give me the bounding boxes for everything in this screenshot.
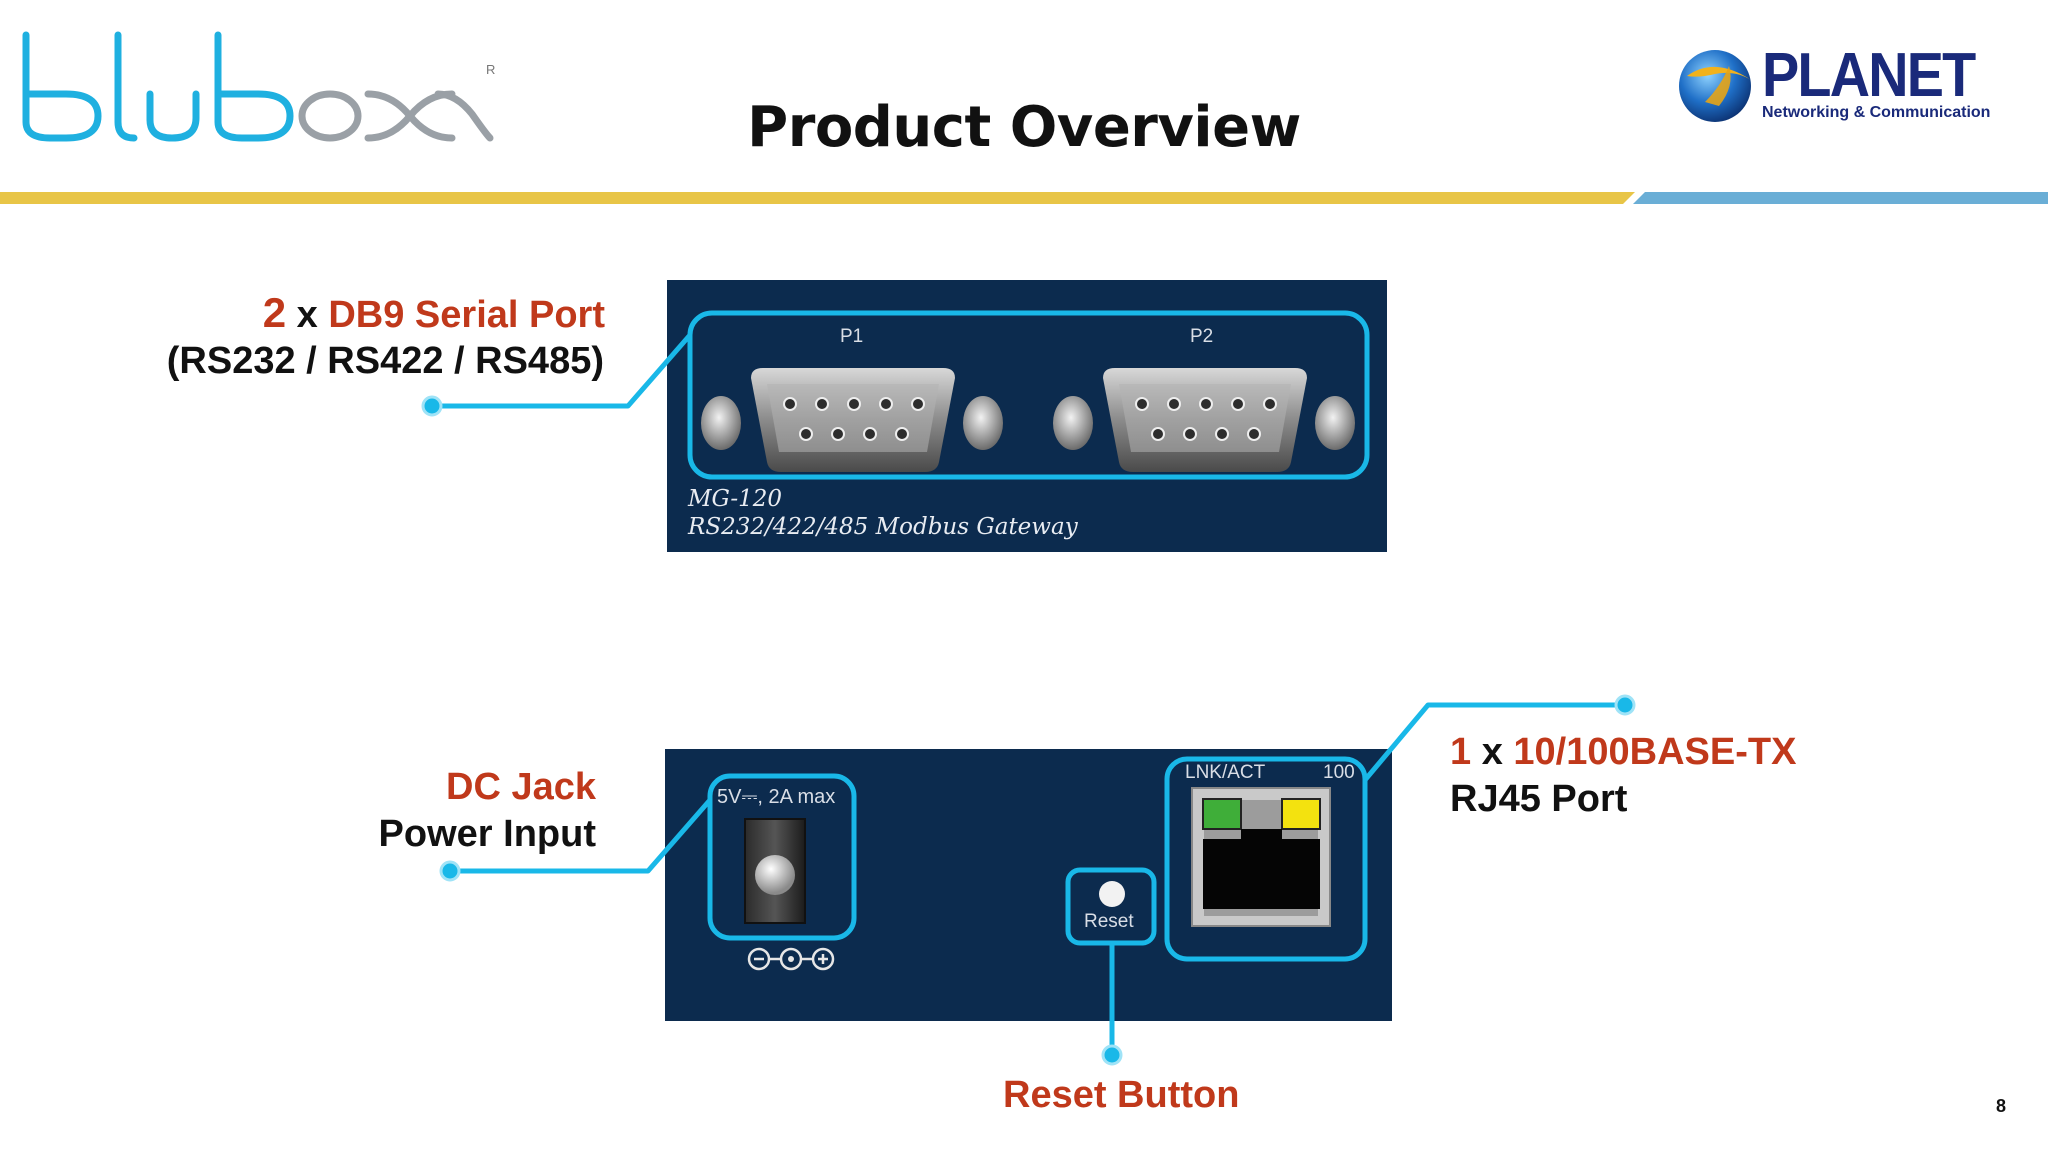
header-divider: [0, 192, 2048, 204]
power-spec-label: 5V⎓, 2A max: [717, 786, 836, 808]
port-p2-label: P2: [1190, 326, 1214, 347]
svg-text:R: R: [486, 62, 495, 77]
rj45-times: x: [1481, 731, 1503, 773]
rj45-name: 10/100BASE-TX: [1513, 731, 1797, 773]
reset-button-callout: Reset Button: [1003, 1074, 1240, 1116]
dc-jack-description: Power Input: [378, 813, 596, 855]
dc-jack-name: DC Jack: [446, 766, 596, 808]
lnk-act-label: LNK/ACT: [1185, 762, 1266, 783]
planet-globe-icon: [1679, 50, 1751, 122]
bluboxx-logo-text: bluboxx: [20, 30, 24, 31]
page-title: Product Overview: [747, 95, 1301, 160]
planet-tagline: Networking & Communication: [1762, 104, 1991, 121]
rj45-count: 1: [1450, 731, 1472, 773]
rj45-description: RJ45 Port: [1450, 778, 1628, 820]
bluboxx-logo: R bluboxx: [20, 30, 495, 142]
db9-callout: 2 x DB9 Serial Port: [263, 290, 605, 338]
planet-logo: PLANET: [1762, 41, 1976, 110]
db9-count: 2: [262, 289, 287, 336]
speed-100-label: 100: [1323, 762, 1355, 783]
db9-times: x: [296, 294, 318, 336]
rj45-callout: 1 x 10/100BASE-TX: [1450, 729, 1796, 775]
db9-name: DB9 Serial Port: [328, 294, 605, 336]
reset-label: Reset: [1084, 911, 1134, 932]
page-number: 8: [1996, 1096, 2007, 1116]
model-description: RS232/422/485 Modbus Gateway: [688, 514, 1078, 540]
db9-description: (RS232 / RS422 / RS485): [166, 340, 604, 382]
model-name: MG-120: [688, 486, 783, 512]
port-p1-label: P1: [840, 326, 864, 347]
